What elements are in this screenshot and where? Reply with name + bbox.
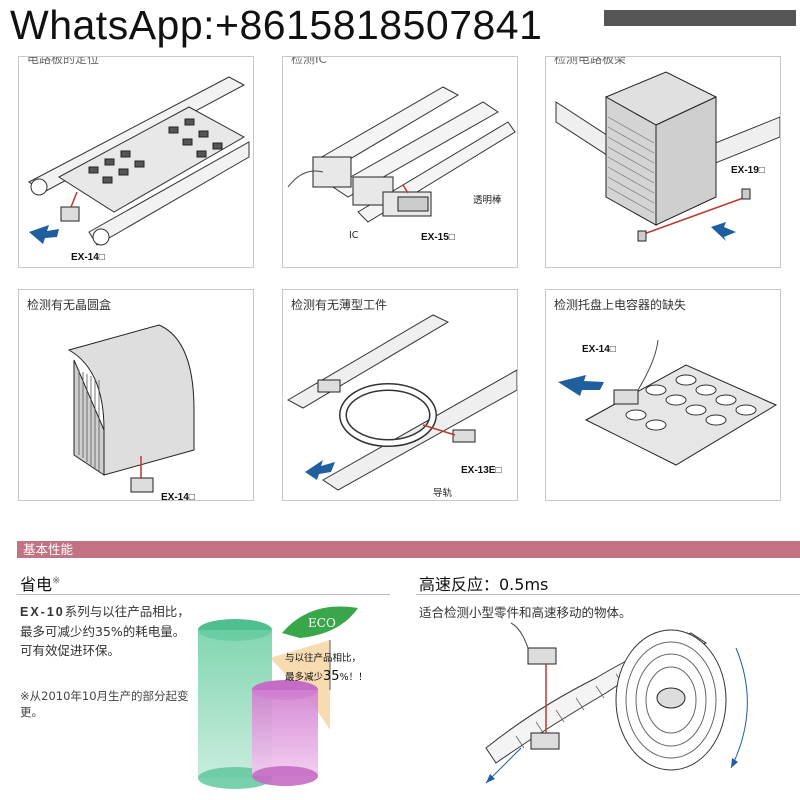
panel-title: 检测IC [291, 56, 327, 66]
panel-title: 检测电路板架 [554, 56, 627, 66]
panel-label: EX-13E□ [461, 465, 502, 476]
panel-title: 检测托盘上电容器的缺失 [554, 298, 687, 312]
panel-ic-detection: 检测IC 透明棒 IC EX-15□ [282, 56, 518, 268]
panel-label: 导轨 [433, 487, 453, 499]
high-speed-heading: 高速反应：0.5ms [419, 575, 549, 594]
power-saving-text: 系列与以往产品相比，最多可减少约35%的耗电量。可有效促进环保。 [20, 604, 190, 658]
ic-detection-illustration: 透明棒 IC EX-15□ [287, 86, 516, 243]
tape-reel-illustration [485, 622, 748, 784]
eco-comparison-graphic: ECO 与以往产品相比， 最多减少35%！！ [198, 606, 368, 789]
panel-label: IC [349, 230, 359, 241]
panel-label: 透明棒 [473, 194, 502, 206]
pcb-rack-illustration: EX-19□ [555, 71, 780, 242]
callout-prefix: 最多减少 [285, 671, 324, 683]
pcb-conveyor-illustration: EX-14□ [28, 76, 250, 263]
footnote-mark: ※ [52, 575, 61, 587]
divider [17, 594, 390, 595]
panel-pcb-positioning: 电路板的定位 EX-14□ [18, 56, 254, 268]
callout-line1: 与以往产品相比， [285, 652, 361, 664]
eco-badge: ECO [308, 616, 336, 630]
callout-value: 35 [323, 669, 340, 684]
panel-label: EX-19□ [731, 165, 765, 176]
high-speed-description: 适合检测小型零件和高速移动的物体。 [419, 605, 632, 620]
panel-title: 检测有无晶圆盒 [27, 298, 112, 312]
divider [416, 594, 800, 595]
section-header: 基本性能 [17, 541, 800, 558]
capacitor-tray-illustration: EX-14□ [558, 339, 778, 466]
panel-thin-workpiece: 检测有无薄型工件 EX-13E□ 导轨 [282, 289, 518, 501]
power-saving-title: 省电 [20, 575, 53, 594]
wafer-cassette-illustration: EX-14□ [67, 324, 195, 500]
panel-title: 检测有无薄型工件 [291, 298, 388, 312]
panel-pcb-rack: 检测电路板架 EX-19□ [545, 56, 781, 268]
panel-label: EX-14□ [71, 252, 105, 263]
panel-label: EX-15□ [421, 232, 455, 243]
power-saving-description: EX-10系列与以往产品相比，最多可减少约35%的耗电量。可有效促进环保。 [20, 602, 196, 660]
footnote: ※从2010年10月生产的部分起变更。 [20, 689, 189, 719]
panel-capacitor-tray: 检测托盘上电容器的缺失 EX-14□ [545, 289, 781, 501]
power-saving-heading: 省电※ [20, 571, 60, 595]
panel-label: EX-14□ [582, 344, 616, 355]
watermark-text: WhatsApp:+8615818507841 [4, 2, 549, 49]
svg-text:最多减少35%！！: 最多减少35%！！ [285, 669, 368, 684]
pink-cylinder [252, 690, 318, 776]
thin-workpiece-illustration: EX-13E□ 导轨 [286, 314, 517, 499]
eco-leaf [282, 606, 358, 638]
panel-wafer-cassette: 检测有无晶圆盒 EX-14□ [18, 289, 254, 501]
callout-suffix: %！！ [340, 672, 368, 683]
panel-title: 电路板的定位 [27, 56, 100, 66]
model-name: EX-10 [20, 605, 65, 619]
panel-label: EX-14□ [161, 492, 195, 500]
top-bar [604, 10, 796, 26]
